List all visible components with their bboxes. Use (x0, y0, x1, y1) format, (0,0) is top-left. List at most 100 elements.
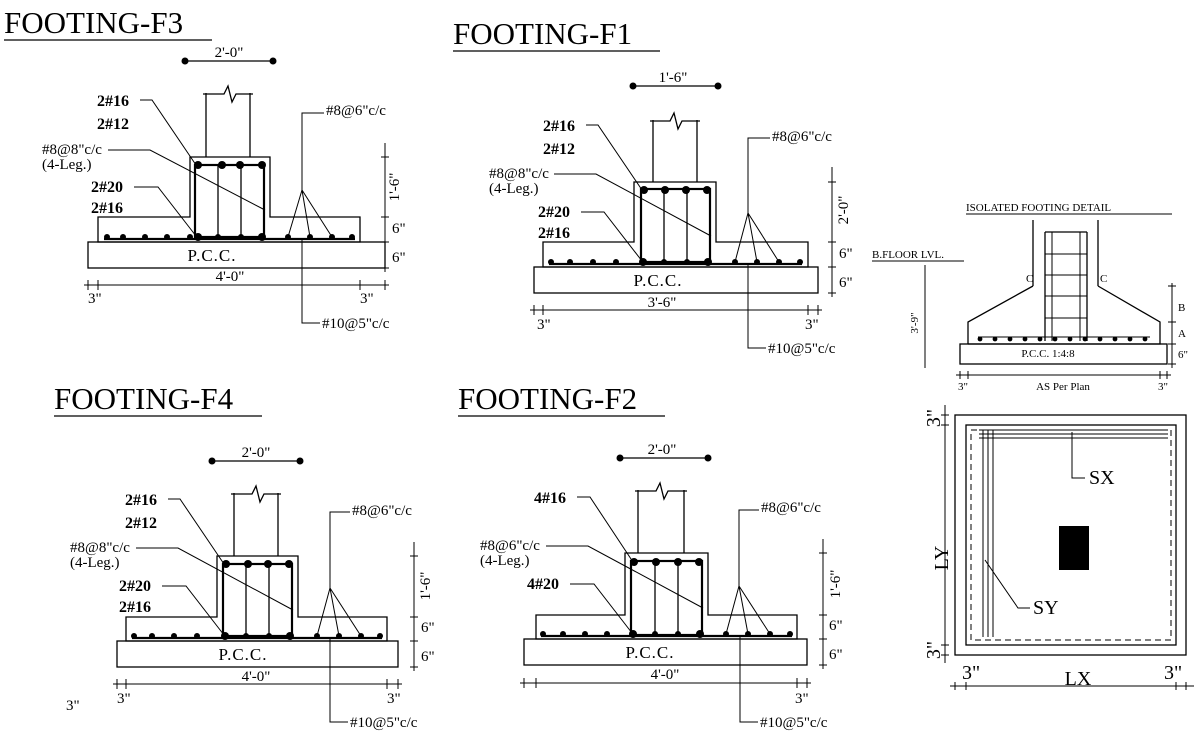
footing-f4: FOOTING-F4 2'-0" P.C.C. 2#16 2#12 #8@8"c… (54, 381, 435, 731)
f1-offset-right: 3" (805, 317, 819, 333)
f3-offset-right: 3" (360, 291, 374, 307)
f4-top-bar-dots (222, 560, 293, 568)
iso-depth: 3'-9" (909, 312, 921, 333)
f3-top-bar-dots (194, 161, 266, 169)
f3-pcc-label: P.C.C. (188, 246, 237, 265)
plan-footing-outline (965, 424, 1177, 646)
f2-title: FOOTING-F2 (458, 381, 637, 416)
f3-bars-1: 2#16 (97, 93, 129, 110)
iso-title: ISOLATED FOOTING DETAIL (966, 202, 1111, 214)
f1-base-width: 3'-6" (648, 295, 677, 311)
f2-pcc-label: P.C.C. (626, 643, 675, 662)
f4-extra-offset: 3" (66, 698, 80, 714)
f1-top-bar-leader (734, 137, 780, 263)
f4-footing-outline (125, 555, 388, 642)
iso-column (1032, 220, 1099, 341)
f1-h-base: 6" (839, 246, 853, 262)
f2-bottom-bar-dots (540, 630, 793, 638)
f3-offset-left: 3" (88, 291, 102, 307)
f1-legs: (4-Leg.) (489, 181, 539, 197)
plan-lx: LX (1065, 668, 1092, 690)
f1-bottom-bar: #10@5"c/c (768, 341, 836, 357)
iso-pcc-bed (959, 343, 1168, 365)
f1-bottom-bar-leader (747, 265, 766, 349)
f1-bars-3: 2#20 (538, 204, 570, 221)
iso-b: B (1178, 302, 1185, 314)
f1-col-dim-dot-right (714, 82, 722, 90)
f2-stirrup-leader (546, 545, 704, 609)
f2-pedestal-stirrup (629, 559, 704, 637)
f3-pcc-bed (87, 241, 386, 269)
footing-f3: FOOTING-F3 2'-0" P.C.C. 2#16 2#12 #8@8"c… (4, 5, 406, 332)
f4-hdim-ticks (116, 679, 399, 689)
f3-bottom-bar-leader (301, 240, 320, 324)
f3-h-base: 6" (392, 221, 406, 237)
f1-bars-3-leader (581, 211, 643, 262)
f3-hdim-ticks (87, 280, 386, 290)
f4-bars-3: 2#20 (119, 578, 151, 595)
f2-bars-leader (577, 496, 634, 563)
f1-h-pedestal: 2'-0" (836, 196, 852, 225)
f4-bottom-bar-leader (329, 639, 348, 723)
f3-bars-4: 2#16 (91, 200, 123, 217)
iso-a: A (1178, 328, 1186, 340)
f1-h-pcc: 6" (839, 275, 853, 291)
f3-top-bar: #8@6"c/c (326, 103, 386, 119)
plan-right-offset: 3" (1164, 662, 1182, 684)
plan-sx: SX (1089, 467, 1115, 489)
isolated-footing-detail: ISOLATED FOOTING DETAIL B.FLOOR LVL. 3'-… (872, 202, 1188, 393)
plan-sy-leader (984, 559, 1030, 609)
f2-stirrup: #8@6"c/c (480, 538, 540, 554)
f3-legs: (4-Leg.) (42, 157, 92, 173)
f1-bars-1: 2#16 (543, 118, 575, 135)
f1-col-width: 1'-6" (659, 70, 688, 86)
f2-hdim-ticks (523, 678, 808, 688)
f1-top-bar: #8@6"c/c (772, 129, 832, 145)
f1-stirrup-leader (554, 173, 712, 237)
f4-h-base: 6" (421, 620, 435, 636)
plan-bottom-offset: 3" (923, 641, 945, 659)
f3-top-bar-leader (287, 112, 333, 238)
f4-offset-right: 3" (387, 691, 401, 707)
plan-sx-bars (979, 429, 1168, 439)
f2-bottom-bar-leader (739, 637, 758, 723)
iso-hdim-ticks (959, 371, 1168, 379)
f1-col-dim-dot-left (629, 82, 637, 90)
plan-sx-leader (1071, 432, 1085, 479)
iso-h-pcc: 6" (1178, 349, 1188, 361)
plan-top-offset: 3" (923, 409, 945, 427)
f2-top-bar: #8@6"c/c (761, 500, 821, 516)
iso-vdim-ticks (1168, 285, 1176, 365)
f4-base-width: 4'-0" (242, 669, 271, 685)
f3-base-width: 4'-0" (216, 269, 245, 285)
f4-vdim-ticks (410, 555, 418, 668)
f4-top-bar-leader (316, 511, 362, 637)
f2-vdim-ticks (819, 552, 827, 666)
footing-f1: FOOTING-F1 1'-6" P.C.C. 2#16 2#12 #8@8"c… (453, 16, 853, 357)
f4-pcc-bed (116, 640, 399, 668)
plan-ly: LY (931, 546, 953, 571)
f4-top-bar: #8@6"c/c (352, 503, 412, 519)
f3-bars-3-leader (134, 186, 197, 237)
f2-bottom-bar: #10@5"c/c (760, 715, 828, 731)
f1-pcc-bed (533, 266, 819, 294)
f1-offset-left: 3" (537, 317, 551, 333)
f4-bottom-bar: #10@5"c/c (350, 715, 418, 731)
f4-bars-4: 2#16 (119, 599, 151, 616)
f2-col-dim-dot-left (616, 454, 624, 462)
f1-vdim-ticks (828, 181, 836, 294)
f4-column-stub (231, 484, 281, 556)
f3-stirrup-leader (108, 149, 266, 211)
f2-pcc-bed (523, 638, 808, 666)
f2-bars-3-leader (570, 583, 633, 634)
f4-h-pedestal: 1'-6" (418, 572, 434, 601)
f2-col-dim-dot-right (704, 454, 712, 462)
f1-bars-leader (586, 124, 643, 191)
plan-left-offset: 3" (962, 662, 980, 684)
iso-c-left: C (1026, 273, 1033, 285)
f1-stirrup: #8@8"c/c (489, 166, 549, 182)
f3-h-pcc: 6" (392, 250, 406, 266)
plan-hdim-ticks (954, 682, 1187, 690)
f2-offset-right: 3" (795, 691, 809, 707)
